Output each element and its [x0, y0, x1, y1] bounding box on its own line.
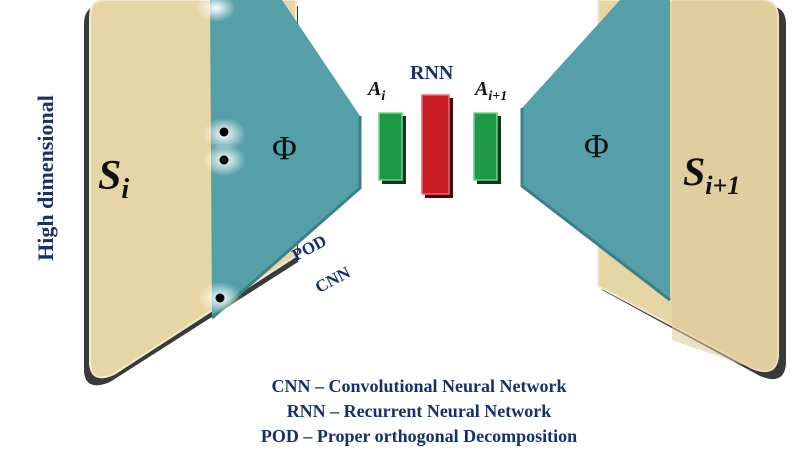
latent-right-label: Ai+1: [475, 78, 508, 104]
encoder-symbol: Φ: [272, 130, 297, 167]
legend-item-cnn: CNN – Convolutional Neural Network: [271, 376, 567, 396]
ellipsis-dot: [219, 155, 229, 165]
ellipsis-dot: [219, 127, 229, 137]
encoder-trapezoid-edge: [211, 116, 362, 320]
high-dimensional-label: High dimensional: [33, 95, 58, 261]
right-state-label: Si+1: [683, 149, 741, 200]
decoder-trapezoid-edge: [520, 108, 671, 302]
latent-left-label: Ai: [368, 78, 386, 104]
encoder-trapezoid: [210, 0, 360, 318]
ellipsis-dot: [215, 293, 225, 303]
rnn-label: RNN: [410, 62, 454, 84]
legend-item-rnn: RNN – Recurrent Neural Network: [286, 401, 552, 421]
decoder-symbol: Φ: [584, 128, 609, 165]
rnn-block: [421, 94, 450, 195]
latent-block-left: [378, 112, 403, 181]
legend: CNN – Convolutional Neural Network RNN –…: [0, 374, 808, 449]
right-block-inner-shade: [672, 0, 778, 372]
legend-item-pod: POD – Proper orthogonal Decomposition: [260, 426, 578, 446]
decoder-trapezoid: [522, 0, 670, 300]
glow-spot: [196, 0, 236, 22]
latent-block-right: [473, 112, 498, 181]
left-state-label: Si: [98, 153, 130, 205]
